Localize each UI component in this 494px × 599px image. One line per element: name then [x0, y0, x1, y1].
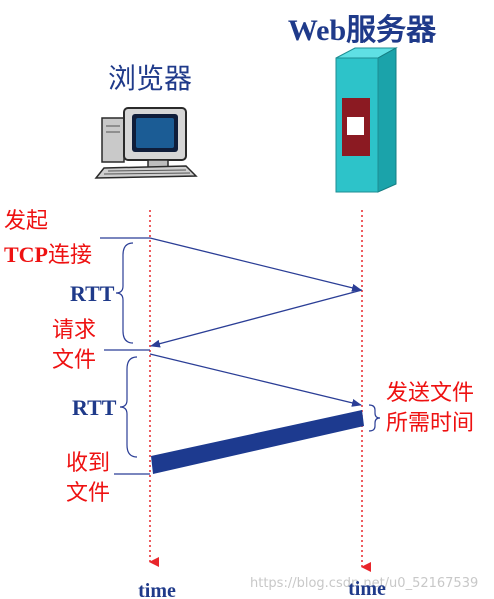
desktop-computer-icon	[94, 107, 198, 179]
file-transfer-bar	[151, 410, 364, 474]
syn-arrow	[149, 237, 362, 292]
initiate-label: 发起	[4, 209, 48, 234]
client-time-label: time	[138, 580, 176, 599]
send-time-brace	[368, 404, 381, 432]
rtt-label-1: RTT	[70, 281, 115, 306]
synack-arrow	[150, 289, 363, 348]
initiate-tcp-label: TCP连接	[4, 242, 92, 268]
server-tower-icon	[335, 47, 398, 193]
request-label-1: 请求	[52, 318, 96, 343]
received-label-2: 文件	[66, 481, 110, 506]
received-label-1: 收到	[66, 451, 110, 476]
send-time-label-2: 所需时间	[386, 411, 474, 436]
server-title: Web服务器	[288, 14, 437, 47]
send-time-label-1: 发送文件	[386, 381, 474, 406]
watermark: https://blog.csdn.net/u0_52167539	[250, 576, 478, 591]
rtt-brace-1	[115, 242, 134, 344]
request-label-2: 文件	[52, 348, 96, 373]
request-arrow	[149, 353, 362, 407]
tcp-text: TCP	[4, 242, 48, 267]
server-time-label: time	[348, 578, 386, 599]
connect-text: 连接	[48, 243, 92, 268]
rtt-brace-2	[119, 356, 138, 458]
rtt-label-2: RTT	[72, 395, 117, 420]
browser-title: 浏览器	[108, 62, 192, 95]
